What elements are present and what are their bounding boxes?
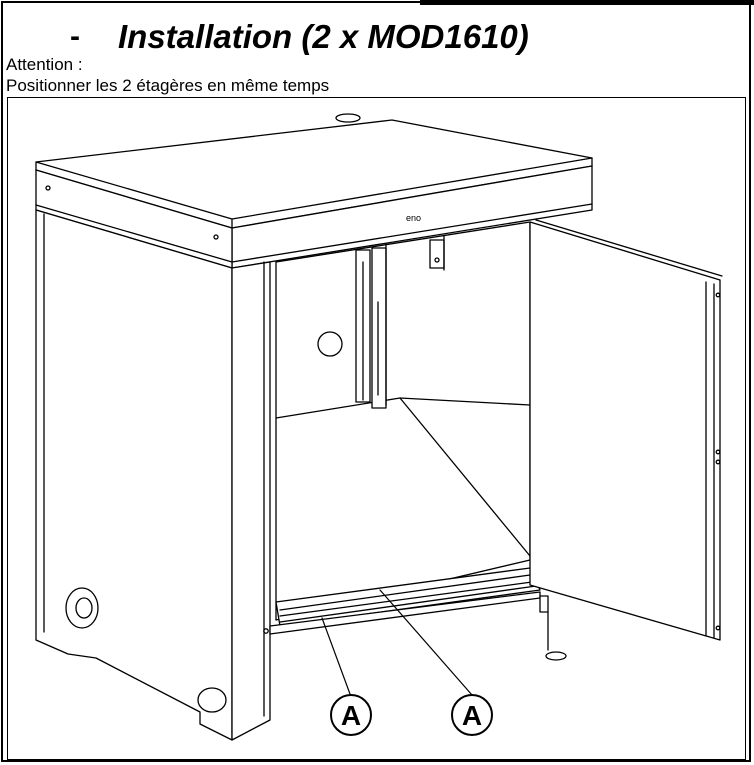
header-bar: [420, 0, 754, 5]
page-title: Installation (2 x MOD1610): [118, 18, 529, 55]
attention-text: Positionner les 2 étagères en même temps: [6, 76, 330, 95]
callout-a-left: A: [330, 694, 372, 736]
title-dash: -: [70, 20, 80, 53]
cabinet-illustration: eno: [35, 113, 723, 741]
callout-a-right-label: A: [462, 700, 482, 731]
open-door: [529, 219, 723, 641]
attention-label: Attention :: [6, 55, 83, 74]
callout-a-right: A: [451, 694, 493, 736]
brand-mark: eno: [406, 213, 421, 223]
callout-leaders: [321, 589, 473, 696]
shelf-rails: [269, 567, 541, 635]
front-left-pillar: [231, 261, 271, 741]
left-side-panel: [35, 169, 233, 741]
cabinet-interior: [275, 221, 531, 621]
callout-a-left-label: A: [341, 700, 361, 731]
feet-and-wheels: [65, 587, 567, 713]
illustration-frame: [7, 97, 746, 760]
title-row: - Installation (2 x MOD1610): [0, 8, 754, 55]
